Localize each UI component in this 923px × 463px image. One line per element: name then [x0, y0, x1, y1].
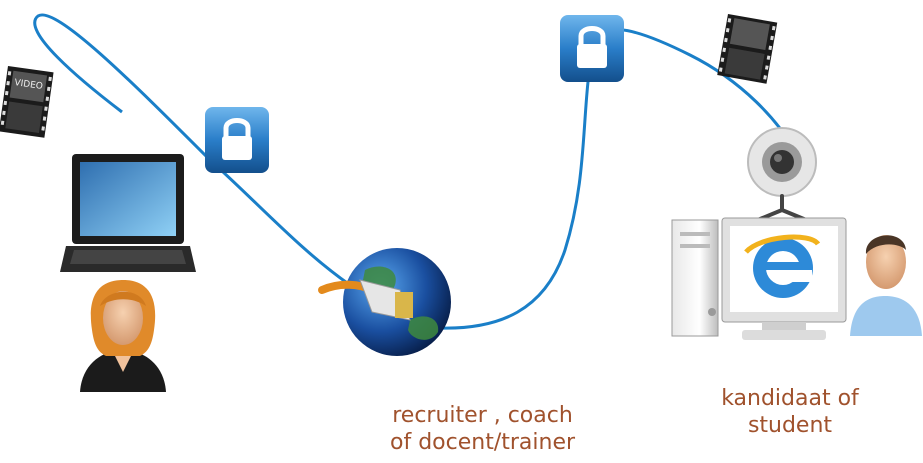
connection-line-left — [33, 13, 351, 287]
left-party-caption: recruiter , coach of docent/trainer — [390, 402, 575, 456]
man-avatar-icon — [850, 235, 922, 336]
globe-network-icon — [318, 248, 451, 356]
woman-avatar-icon — [80, 280, 166, 392]
right-party-caption: kandidaat of student — [690, 385, 890, 439]
video-film-icon — [717, 14, 778, 84]
right-party-line1: kandidaat of — [721, 386, 859, 411]
webcam-icon — [746, 127, 818, 226]
left-party-line1: recruiter , coach — [392, 403, 573, 428]
laptop-icon — [60, 154, 196, 272]
right-party-line2: student — [747, 413, 833, 438]
left-party-line2: of docent/trainer — [390, 430, 576, 455]
internet-explorer-icon — [744, 234, 821, 298]
lock-icon — [560, 15, 624, 82]
video-label: VIDEO — [14, 78, 44, 92]
video-film-icon: VIDEO — [0, 66, 54, 138]
lock-icon — [205, 107, 269, 173]
